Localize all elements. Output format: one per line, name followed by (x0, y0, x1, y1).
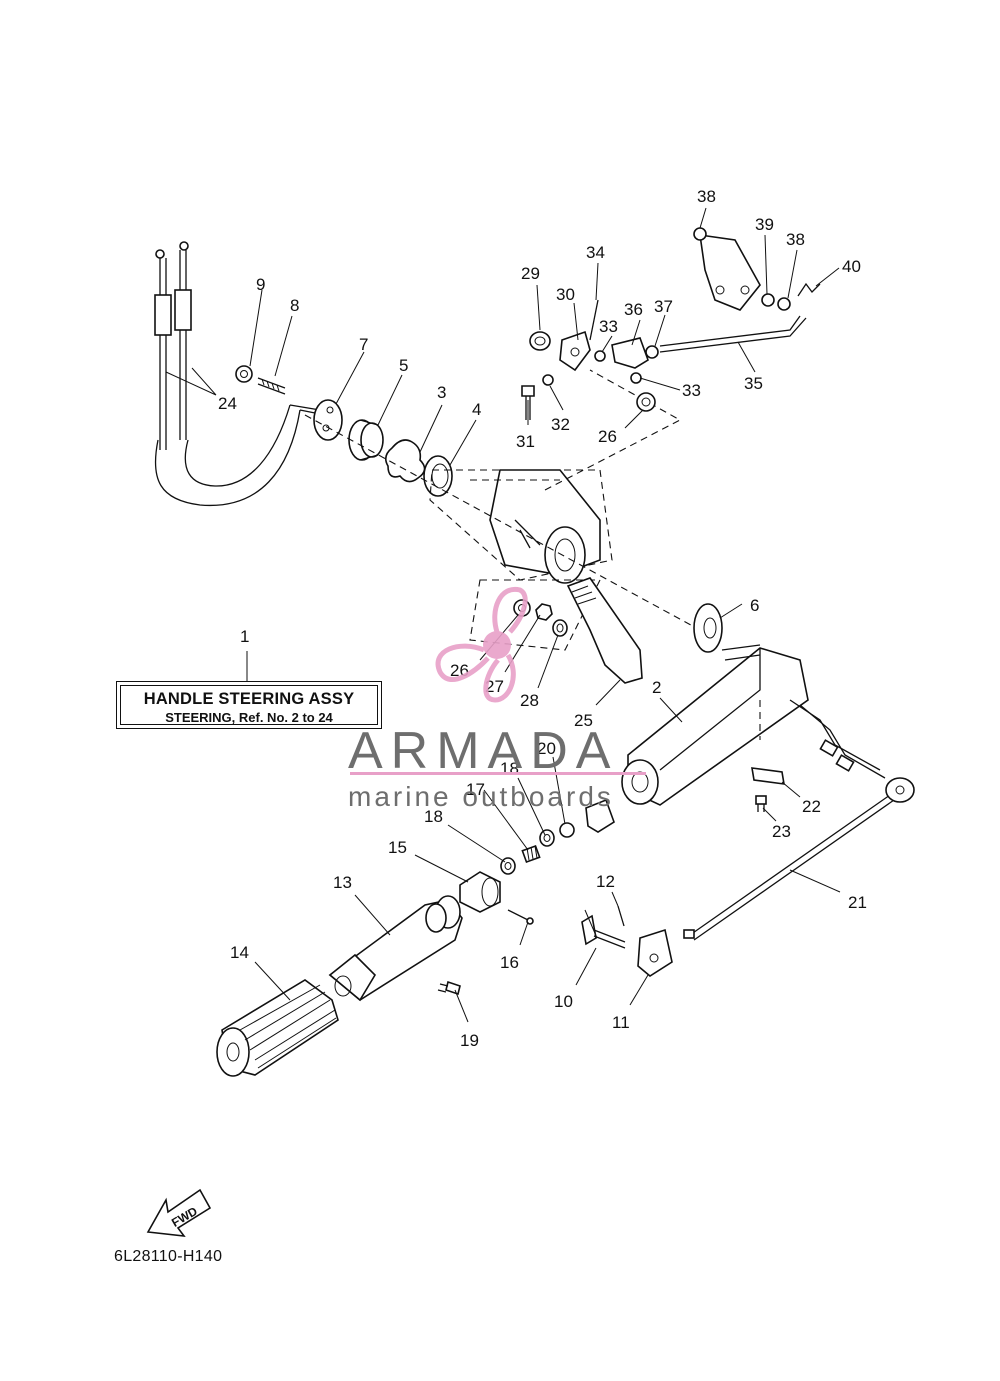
callout-4: 4 (472, 400, 481, 419)
callout-38-left: 38 (697, 187, 716, 206)
lever-part-30 (559, 330, 591, 372)
grommet-part-7 (313, 399, 343, 441)
callout-13: 13 (333, 873, 352, 892)
callout-16: 16 (500, 953, 519, 972)
watermark-tagline: marine outboards (348, 781, 614, 812)
callout-22: 22 (802, 797, 821, 816)
callout-5: 5 (399, 356, 408, 375)
assembly-title: HANDLE STEERING ASSY (143, 690, 355, 708)
throttle-shaft-part-13 (328, 895, 463, 1002)
washer-part-33a (594, 350, 606, 362)
callout-9: 9 (256, 275, 265, 294)
spring-part-17 (521, 844, 541, 864)
callout-31: 31 (516, 432, 535, 451)
screw-part-23 (755, 795, 767, 812)
knob-part-10 (581, 914, 626, 949)
washer-part-28 (552, 619, 568, 637)
callout-20: 20 (537, 739, 556, 758)
bushing-part-29 (529, 331, 551, 351)
tiller-handle-part-2 (585, 644, 809, 833)
callout-38-right: 38 (786, 230, 805, 249)
pin-part-34 (589, 299, 599, 341)
callout-40: 40 (842, 257, 861, 276)
callout-10: 10 (554, 992, 573, 1011)
stopper-part-11 (637, 928, 673, 977)
callout-39: 39 (755, 215, 774, 234)
washer-part-32 (542, 374, 554, 386)
screw-part-19 (437, 980, 461, 996)
pin-part-12 (617, 905, 625, 927)
shift-lever-part-25 (566, 577, 643, 684)
fwd-arrow-icon: FWD (146, 1188, 212, 1237)
armada-watermark: ARMADA marine outboards (348, 586, 646, 812)
callout-26-upper: 26 (598, 427, 617, 446)
armada-logo-icon (435, 586, 528, 703)
rod-part-21 (683, 777, 915, 941)
bushing-part-5 (348, 419, 384, 461)
callout-25: 25 (574, 711, 593, 730)
nut-part-26-upper (636, 392, 656, 412)
callout-1: 1 (240, 627, 249, 646)
callout-33-upper: 33 (599, 317, 618, 336)
callout-28: 28 (520, 691, 539, 710)
callout-36: 36 (624, 300, 643, 319)
handle-cables (789, 699, 886, 779)
leader-lines (165, 207, 841, 1023)
assembly-label-inner: HANDLE STEERING ASSY STEERING, Ref. No. … (120, 685, 378, 725)
callout-14: 14 (230, 943, 249, 962)
washer-part-18-upper (539, 829, 555, 847)
bracket-part-38-39 (693, 227, 791, 311)
callout-15: 15 (388, 838, 407, 857)
rod-part-35 (659, 315, 807, 353)
callout-32: 32 (551, 415, 570, 434)
callout-29: 29 (521, 264, 540, 283)
nut-part-9 (235, 365, 253, 383)
grip-part-14 (216, 979, 339, 1077)
throttle-cables (154, 241, 326, 507)
callout-35: 35 (744, 374, 763, 393)
callout-19: 19 (460, 1031, 479, 1050)
callout-12: 12 (596, 872, 615, 891)
clamp-part-22 (751, 767, 785, 785)
washer-part-4 (423, 455, 453, 497)
grommet-part-6 (693, 603, 723, 653)
callout-17: 17 (466, 780, 485, 799)
callout-7: 7 (359, 335, 368, 354)
clip-part-40 (797, 282, 821, 297)
callout-21: 21 (848, 893, 867, 912)
assembly-subtitle: STEERING, Ref. No. 2 to 24 (165, 710, 333, 725)
callout-37: 37 (654, 297, 673, 316)
washer-part-33b (630, 372, 642, 384)
watermark-name: ARMADA (348, 722, 618, 780)
assembly-label-box: HANDLE STEERING ASSY STEERING, Ref. No. … (116, 681, 382, 729)
collar-part-15 (459, 871, 501, 913)
callout-33-lower: 33 (682, 381, 701, 400)
callout-8: 8 (290, 296, 299, 315)
steering-bracket (429, 469, 613, 584)
bolt-part-31 (521, 385, 535, 420)
link-part-36 (611, 337, 649, 369)
stud-bolt-part-8 (257, 377, 286, 395)
callout-numbers: 1 2 3 4 5 6 7 8 9 10 11 12 13 14 15 16 1… (218, 187, 867, 1050)
friction-plate-part-3 (384, 439, 426, 483)
screw-part-16 (507, 909, 534, 925)
callout-30: 30 (556, 285, 575, 304)
callout-24: 24 (218, 394, 237, 413)
callout-18-lower: 18 (424, 807, 443, 826)
nut-part-20 (559, 822, 575, 838)
nut-part-37 (645, 345, 659, 359)
callout-3: 3 (437, 383, 446, 402)
callout-11: 11 (612, 1013, 630, 1032)
callout-2: 2 (652, 678, 661, 697)
callout-27: 27 (485, 677, 504, 696)
callout-34: 34 (586, 243, 605, 262)
callout-23: 23 (772, 822, 791, 841)
callout-6: 6 (750, 596, 759, 615)
diagram-code: 6L28110-H140 (114, 1248, 223, 1265)
